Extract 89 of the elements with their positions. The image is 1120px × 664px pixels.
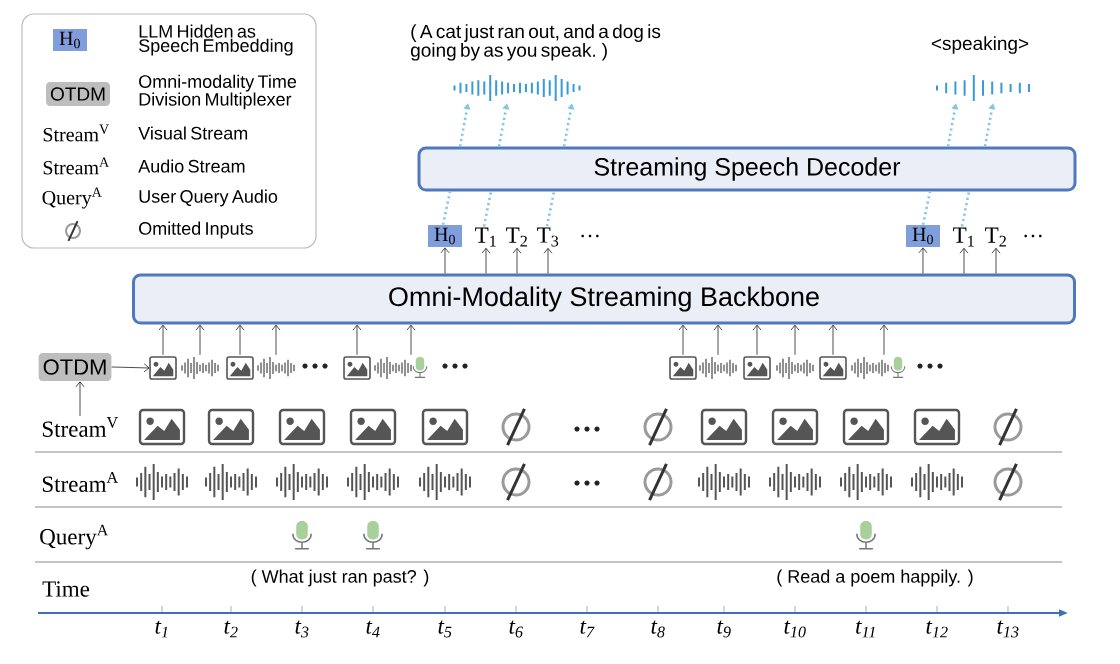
sound-wave-icon <box>453 74 581 102</box>
dotted-line <box>960 191 971 227</box>
image-icon <box>149 356 177 380</box>
arrow <box>790 324 800 356</box>
dotted-line <box>545 191 556 227</box>
time-tick-label: t$_{9}$ <box>717 620 731 638</box>
arrow <box>543 247 553 274</box>
legend-sample: H$_{0}$ <box>53 29 87 51</box>
legend-text: Visual Stream <box>138 126 248 140</box>
image-icon <box>819 356 847 380</box>
caption-text: <speaking> <box>931 36 1029 54</box>
image-icon <box>226 356 254 380</box>
time-tick-label: t$_{8}$ <box>651 620 665 638</box>
sound-wave-icon <box>936 74 1030 102</box>
dotted-line <box>482 191 493 227</box>
dotted-arrow <box>983 103 996 147</box>
hidden-state-box: H$_{0}$ <box>428 225 462 247</box>
row-label: Query$^{A}$ <box>40 524 109 550</box>
legend-sample: OTDM <box>46 82 110 106</box>
caption-text: ( A cat just ran out, and a dog is going by as you speak. ) <box>411 24 661 61</box>
legend-text: Audio Stream <box>138 159 245 173</box>
dotted-arrow <box>497 103 510 147</box>
ellipsis-text: ··· <box>581 234 599 238</box>
token-text: T$_{1}$ <box>953 227 974 247</box>
sound-wave-icon <box>257 356 295 380</box>
time-tick-label: t$_{12}$ <box>926 620 948 638</box>
time-tick-label: t$_{7}$ <box>580 620 595 638</box>
arrow <box>352 324 362 356</box>
legend-text: User Query Audio <box>139 189 278 207</box>
arrow <box>75 381 85 417</box>
hidden-state-box: H$_{0}$ <box>906 225 940 247</box>
legend-sample: Stream$^{V}$ <box>43 124 109 142</box>
multiplexer-box: OTDM <box>38 353 112 381</box>
legend-text: Omitted Inputs <box>139 221 253 239</box>
dotted-arrow <box>946 103 959 147</box>
image-icon <box>743 356 771 380</box>
time-tick-label: t$_{4}$ <box>366 620 380 638</box>
dotted-arrow <box>458 103 471 147</box>
dotted-line <box>441 191 452 226</box>
decoder-box: Streaming Speech Decoder <box>417 146 1077 192</box>
query-text: ( What just ran past? ) <box>251 569 429 587</box>
dotted-arrow <box>562 103 575 147</box>
arrow <box>678 324 688 356</box>
time-tick-label: t$_{1}$ <box>155 620 168 638</box>
time-tick-label: t$_{10}$ <box>784 620 806 638</box>
arrow <box>991 247 1001 274</box>
microphone-icon <box>412 356 428 378</box>
query-text: ( Read a poem happily. ) <box>777 569 973 587</box>
token-text: T$_{2}$ <box>506 227 527 247</box>
arrow <box>158 324 168 356</box>
arrow <box>271 324 281 356</box>
arrow <box>713 324 723 356</box>
time-tick-label: t$_{5}$ <box>438 620 452 638</box>
time-tick-label: t$_{13}$ <box>997 620 1019 638</box>
row-label: Time <box>42 581 90 597</box>
image-icon <box>343 356 371 380</box>
token-text: T$_{2}$ <box>985 227 1006 247</box>
time-tick-label: t$_{2}$ <box>224 620 238 638</box>
arrow <box>440 247 450 274</box>
time-tick-label: t$_{6}$ <box>509 620 523 638</box>
row-label: Stream$^{A}$ <box>42 472 119 492</box>
legend-text: Omni-modality Time Division Multiplexer <box>139 74 297 110</box>
legend-text: LLM Hidden as Speech Embedding <box>139 24 293 56</box>
backbone-box: Omni-Modality Streaming Backbone <box>132 273 1076 325</box>
time-tick-label: t$_{3}$ <box>295 620 309 638</box>
time-tick-label: t$_{11}$ <box>856 620 875 638</box>
arrow <box>828 324 838 356</box>
sound-wave-icon <box>776 356 814 380</box>
row-label: Stream$^{V}$ <box>42 417 118 437</box>
sound-wave-icon <box>181 356 219 380</box>
arrow <box>481 247 491 274</box>
arrow <box>512 247 522 274</box>
arrow <box>235 324 245 356</box>
token-text: T$_{3}$ <box>537 227 559 247</box>
legend-sample: Query$^{A}$ <box>42 187 102 209</box>
arrow <box>752 324 762 356</box>
dotted-line <box>921 191 932 226</box>
sound-wave-icon <box>374 356 412 380</box>
arrow <box>918 247 928 274</box>
sound-wave-icon <box>851 356 889 380</box>
arrow <box>111 363 150 373</box>
sound-wave-icon <box>699 356 737 380</box>
legend-sample: Stream$^{A}$ <box>43 157 110 175</box>
microphone-icon <box>890 356 906 378</box>
ellipsis-text: ··· <box>1024 234 1042 238</box>
image-icon <box>669 356 697 380</box>
token-text: T$_{1}$ <box>475 227 496 247</box>
arrow <box>195 324 205 356</box>
arrow <box>959 247 969 274</box>
